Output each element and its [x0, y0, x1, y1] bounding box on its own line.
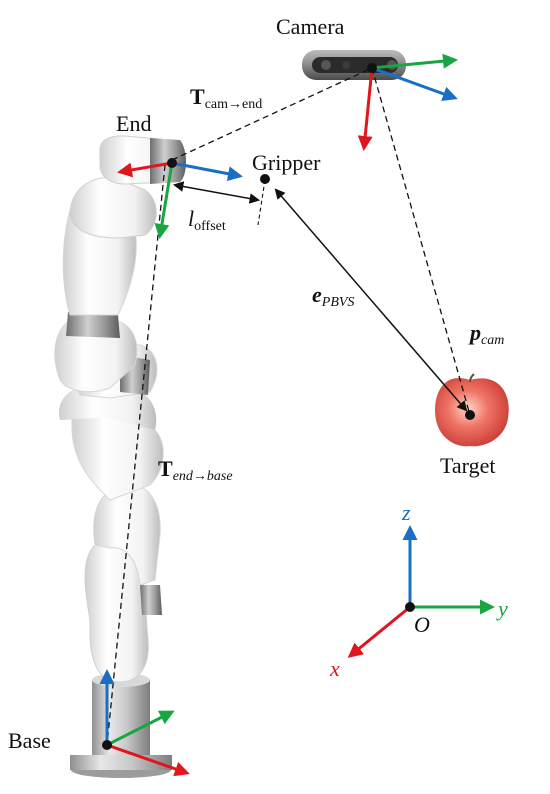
end-frame — [117, 161, 243, 239]
cam-target-link — [371, 67, 471, 416]
offset-arrow — [172, 181, 261, 204]
target-label: Target — [440, 453, 495, 478]
target-point — [465, 410, 475, 420]
cam-end-link — [171, 67, 373, 161]
offset-label: loffset — [188, 206, 226, 234]
robot-arm — [54, 135, 186, 778]
base-point — [102, 740, 112, 750]
world-z-label: z — [401, 500, 411, 525]
apple-target — [435, 373, 509, 447]
base-frame — [99, 669, 190, 777]
gripper-offset-guide — [257, 179, 266, 226]
origin-label: O — [414, 612, 430, 637]
gripper-point — [260, 174, 270, 184]
base-label: Base — [8, 728, 51, 753]
error-arrow — [274, 188, 468, 412]
cam-end-transform-label: Tcam→end — [190, 84, 262, 112]
world-x-label: x — [329, 656, 340, 681]
world-y-label: y — [496, 596, 508, 621]
origin-point — [405, 602, 415, 612]
end-base-transform-label: Tend→base — [158, 456, 233, 484]
gripper-label: Gripper — [252, 150, 321, 175]
camera-frame — [357, 53, 458, 151]
end-point — [167, 158, 177, 168]
pcam-label: pcam — [468, 320, 504, 348]
camera-point — [367, 63, 377, 73]
camera-label: Camera — [276, 14, 345, 39]
end-base-link — [106, 164, 166, 746]
error-label: ePBVS — [312, 282, 354, 310]
end-label: End — [116, 111, 151, 136]
world-frame — [347, 525, 495, 658]
